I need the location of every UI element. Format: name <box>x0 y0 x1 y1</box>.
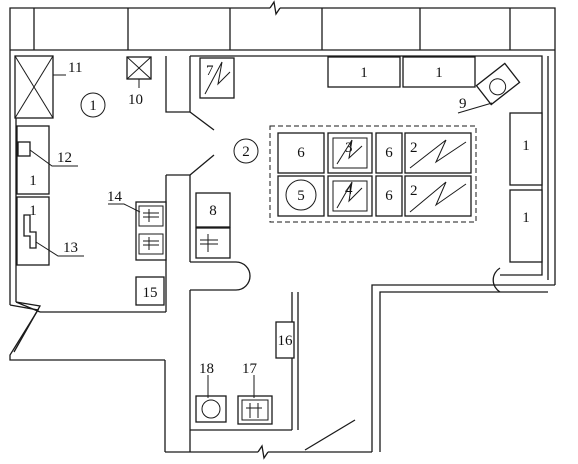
island-item-2-b: 2 <box>404 175 472 217</box>
item-1-top-a: 1 <box>327 56 401 88</box>
island-item-6-a: 6 <box>277 132 325 174</box>
item-14-appliance: 14 <box>107 189 167 261</box>
zone-marker-2: 2 <box>233 138 259 164</box>
island-item-5: 5 <box>277 175 325 217</box>
svg-text:18: 18 <box>199 361 214 377</box>
svg-text:1: 1 <box>522 138 530 154</box>
item-13-fixture: 13 <box>23 214 84 257</box>
svg-text:11: 11 <box>68 60 82 76</box>
svg-text:6: 6 <box>385 145 393 161</box>
svg-text:6: 6 <box>385 188 393 204</box>
svg-text:1: 1 <box>435 65 443 81</box>
svg-text:10: 10 <box>128 92 143 108</box>
item-1-top-b: 1 <box>402 56 476 88</box>
item-16-unit: 16 <box>275 321 295 359</box>
item-1-right-a: 1 <box>509 112 543 186</box>
item-10-unit: 10 <box>126 56 152 108</box>
item-17-appliance: 17 <box>237 361 273 425</box>
svg-text:2: 2 <box>410 183 418 199</box>
island-item-6-b: 6 <box>375 132 403 174</box>
svg-text:1: 1 <box>89 98 97 114</box>
svg-text:16: 16 <box>278 333 294 349</box>
svg-text:1: 1 <box>29 203 37 219</box>
svg-text:4: 4 <box>345 182 353 198</box>
svg-text:1: 1 <box>360 65 368 81</box>
item-9-unit: 9 <box>457 62 521 114</box>
item-7-unit: 7 <box>199 57 235 99</box>
island-item-4: 4 <box>327 175 373 217</box>
svg-text:6: 6 <box>297 145 305 161</box>
item-1-left-b: 1 <box>16 196 50 266</box>
item-15-unit: 15 <box>135 276 165 306</box>
item-8-unit: 8 <box>195 192 231 259</box>
svg-text:12: 12 <box>57 150 72 166</box>
island-item-2-a: 2 <box>404 132 472 174</box>
svg-text:1: 1 <box>29 173 37 189</box>
svg-text:2: 2 <box>410 140 418 156</box>
island-item-3: 3 <box>327 132 373 174</box>
item-12-fixture: 12 <box>17 141 78 167</box>
svg-text:15: 15 <box>143 285 158 301</box>
item-11-cabinet: 11 <box>14 55 82 119</box>
svg-text:2: 2 <box>242 144 250 160</box>
svg-text:8: 8 <box>209 203 217 219</box>
svg-text:5: 5 <box>297 188 305 204</box>
island-item-6-c: 6 <box>375 175 403 217</box>
central-island: 6 3 6 2 5 4 6 <box>269 125 477 223</box>
svg-text:17: 17 <box>242 361 258 377</box>
svg-text:7: 7 <box>206 63 214 79</box>
svg-text:13: 13 <box>63 240 78 256</box>
zone-marker-1: 1 <box>80 92 106 118</box>
item-18-unit: 18 <box>195 361 227 423</box>
svg-text:3: 3 <box>345 140 353 156</box>
item-1-right-b: 1 <box>509 189 543 263</box>
svg-text:9: 9 <box>459 96 467 112</box>
svg-text:1: 1 <box>522 210 530 226</box>
svg-text:14: 14 <box>107 189 123 205</box>
